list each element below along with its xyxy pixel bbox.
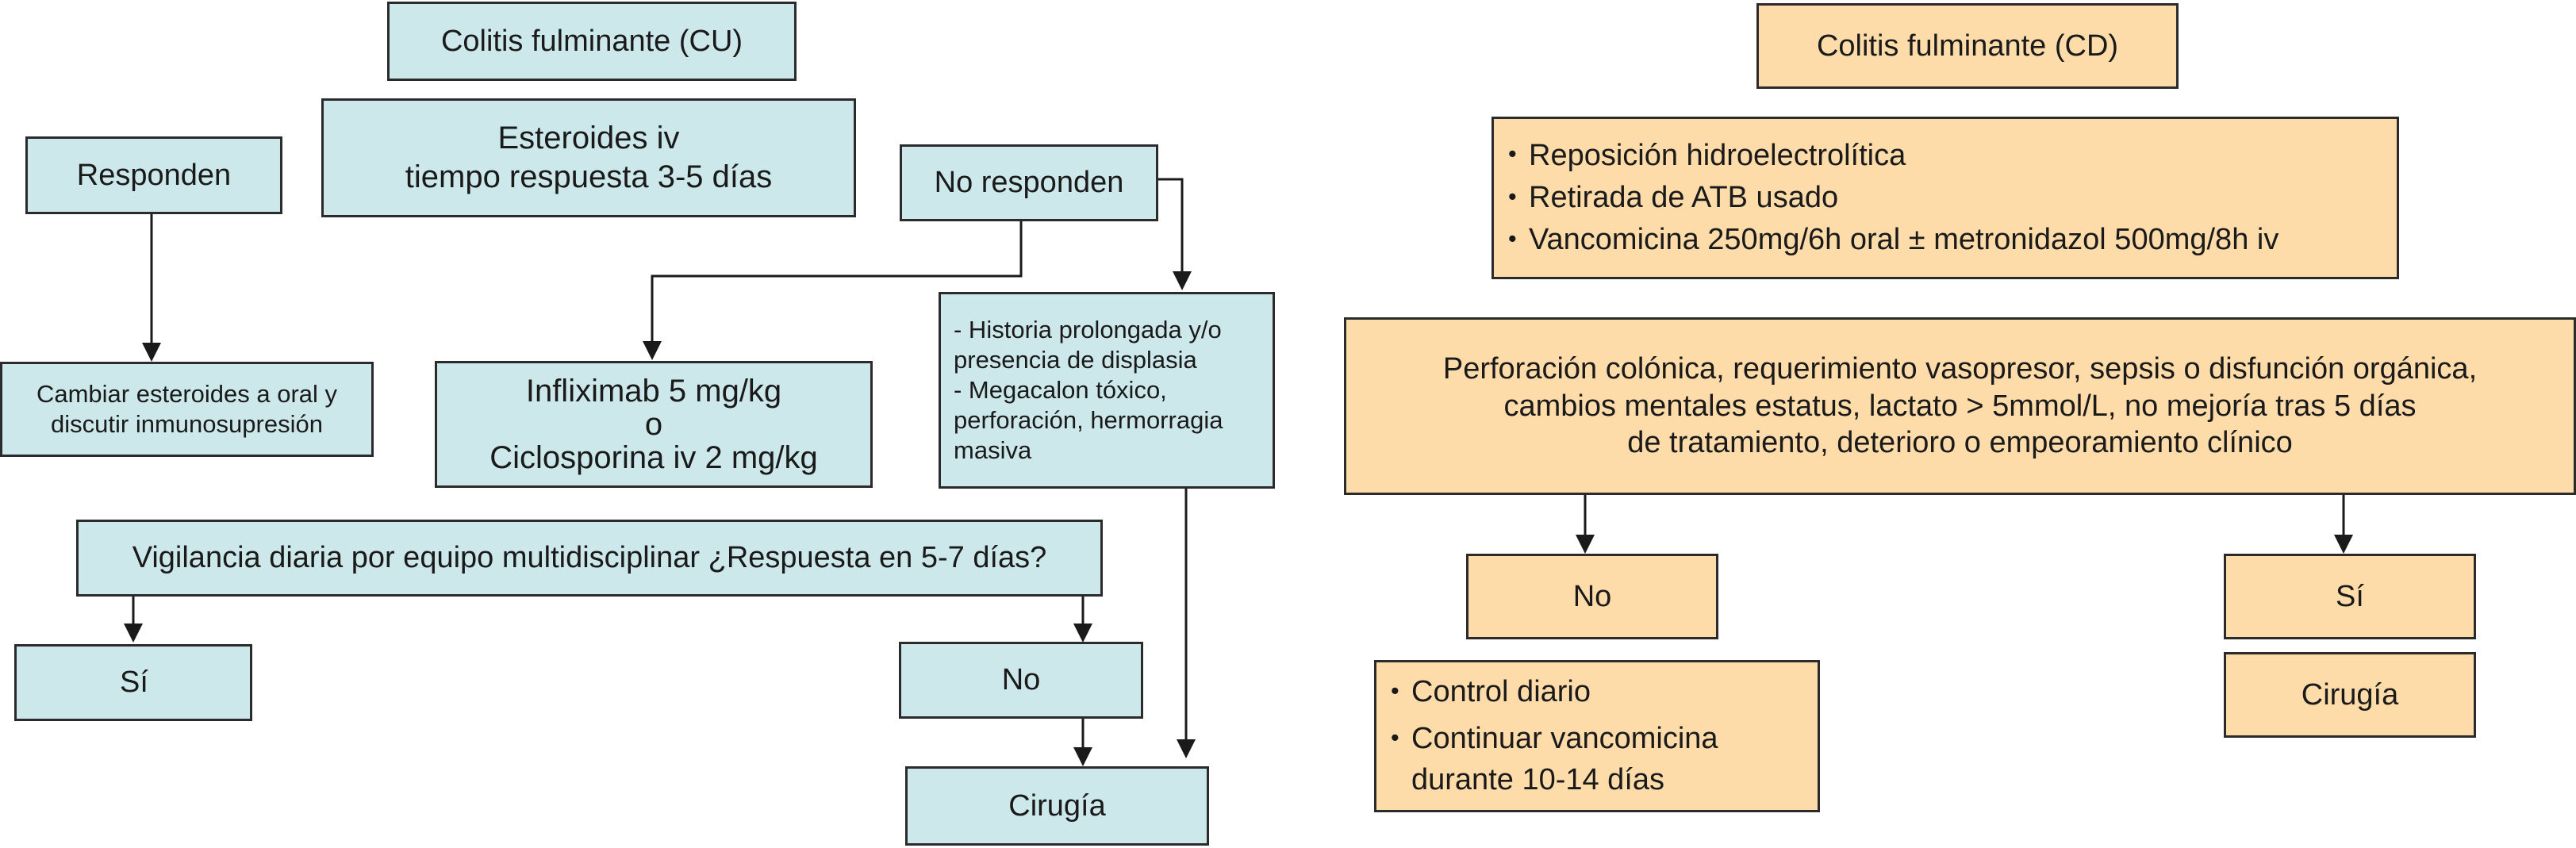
cd-measure-item: Reposición hidroelectrolítica — [1505, 135, 2278, 177]
cd-no-box: No — [1466, 554, 1718, 639]
cd-followup-box: Control diario Continuar vancomicina dur… — [1374, 660, 1820, 812]
respond-box: Responden — [25, 136, 282, 214]
vigilance-text: Vigilancia diaria por equipo multidiscip… — [132, 541, 1047, 575]
cd-yes-text: Sí — [2336, 579, 2364, 613]
cu-surgery-text: Cirugía — [1008, 789, 1106, 823]
cu-no-box: No — [899, 642, 1143, 719]
cu-yes-text: Sí — [120, 666, 148, 700]
cd-yes-box: Sí — [2224, 554, 2476, 639]
cd-surgery-box: Cirugía — [2224, 652, 2476, 738]
cd-measures-box: Reposición hidroelectrolítica Retirada d… — [1491, 117, 2399, 279]
cd-measure-item: Vancomicina 250mg/6h oral ± metronidazol… — [1505, 219, 2278, 261]
cu-yes-box: Sí — [14, 644, 252, 721]
indications-text: - Historia prolongada y/o presencia de d… — [954, 316, 1223, 464]
rescue-or: o — [644, 407, 663, 442]
arrow-noresponden-infliximab — [643, 221, 1023, 360]
cd-measures-list: Reposición hidroelectrolítica Retirada d… — [1505, 135, 2278, 262]
cu-surgery-box: Cirugía — [905, 766, 1209, 846]
arrow-noresponden-historia — [1158, 178, 1192, 290]
cd-surgery-text: Cirugía — [2301, 677, 2399, 712]
cd-followup-item: Continuar vancomicina durante 10-14 días — [1388, 719, 1718, 800]
rescue-line2: Ciclosporina iv 2 mg/kg — [489, 440, 818, 475]
cu-no-text: No — [1001, 663, 1041, 697]
cd-no-text: No — [1572, 579, 1612, 613]
rescue-box: Infliximab 5 mg/kg o Ciclosporina iv 2 m… — [435, 361, 873, 488]
change-oral-text: Cambiar esteroides a oral y discutir inm… — [36, 380, 338, 438]
indications-box: - Historia prolongada y/o presencia de d… — [939, 292, 1275, 489]
respond-text: Responden — [76, 158, 232, 192]
cu-title: Colitis fulminante (CU) — [440, 24, 743, 58]
cd-title: Colitis fulminante (CD) — [1816, 29, 2119, 63]
vigilance-box: Vigilancia diaria por equipo multidiscip… — [76, 520, 1103, 597]
cd-title-box: Colitis fulminante (CD) — [1756, 3, 2179, 89]
no-respond-box: No responden — [900, 144, 1158, 221]
cd-criteria-box: Perforación colónica, requerimiento vaso… — [1344, 317, 2576, 495]
rescue-line1: Infliximab 5 mg/kg — [525, 374, 782, 409]
cd-criteria-text: Perforación colónica, requerimiento vaso… — [1442, 352, 2478, 460]
steroids-text: Esteroides iv tiempo respuesta 3-5 días — [405, 121, 773, 194]
steroids-box: Esteroides iv tiempo respuesta 3-5 días — [321, 98, 856, 217]
cd-measure-item: Retirada de ATB usado — [1505, 177, 2278, 219]
cd-followup-item: Control diario — [1388, 672, 1718, 712]
cd-followup-list: Control diario Continuar vancomicina dur… — [1388, 672, 1718, 800]
cu-title-box: Colitis fulminante (CU) — [387, 2, 797, 81]
change-oral-box: Cambiar esteroides a oral y discutir inm… — [0, 362, 374, 457]
no-respond-text: No responden — [934, 166, 1124, 200]
